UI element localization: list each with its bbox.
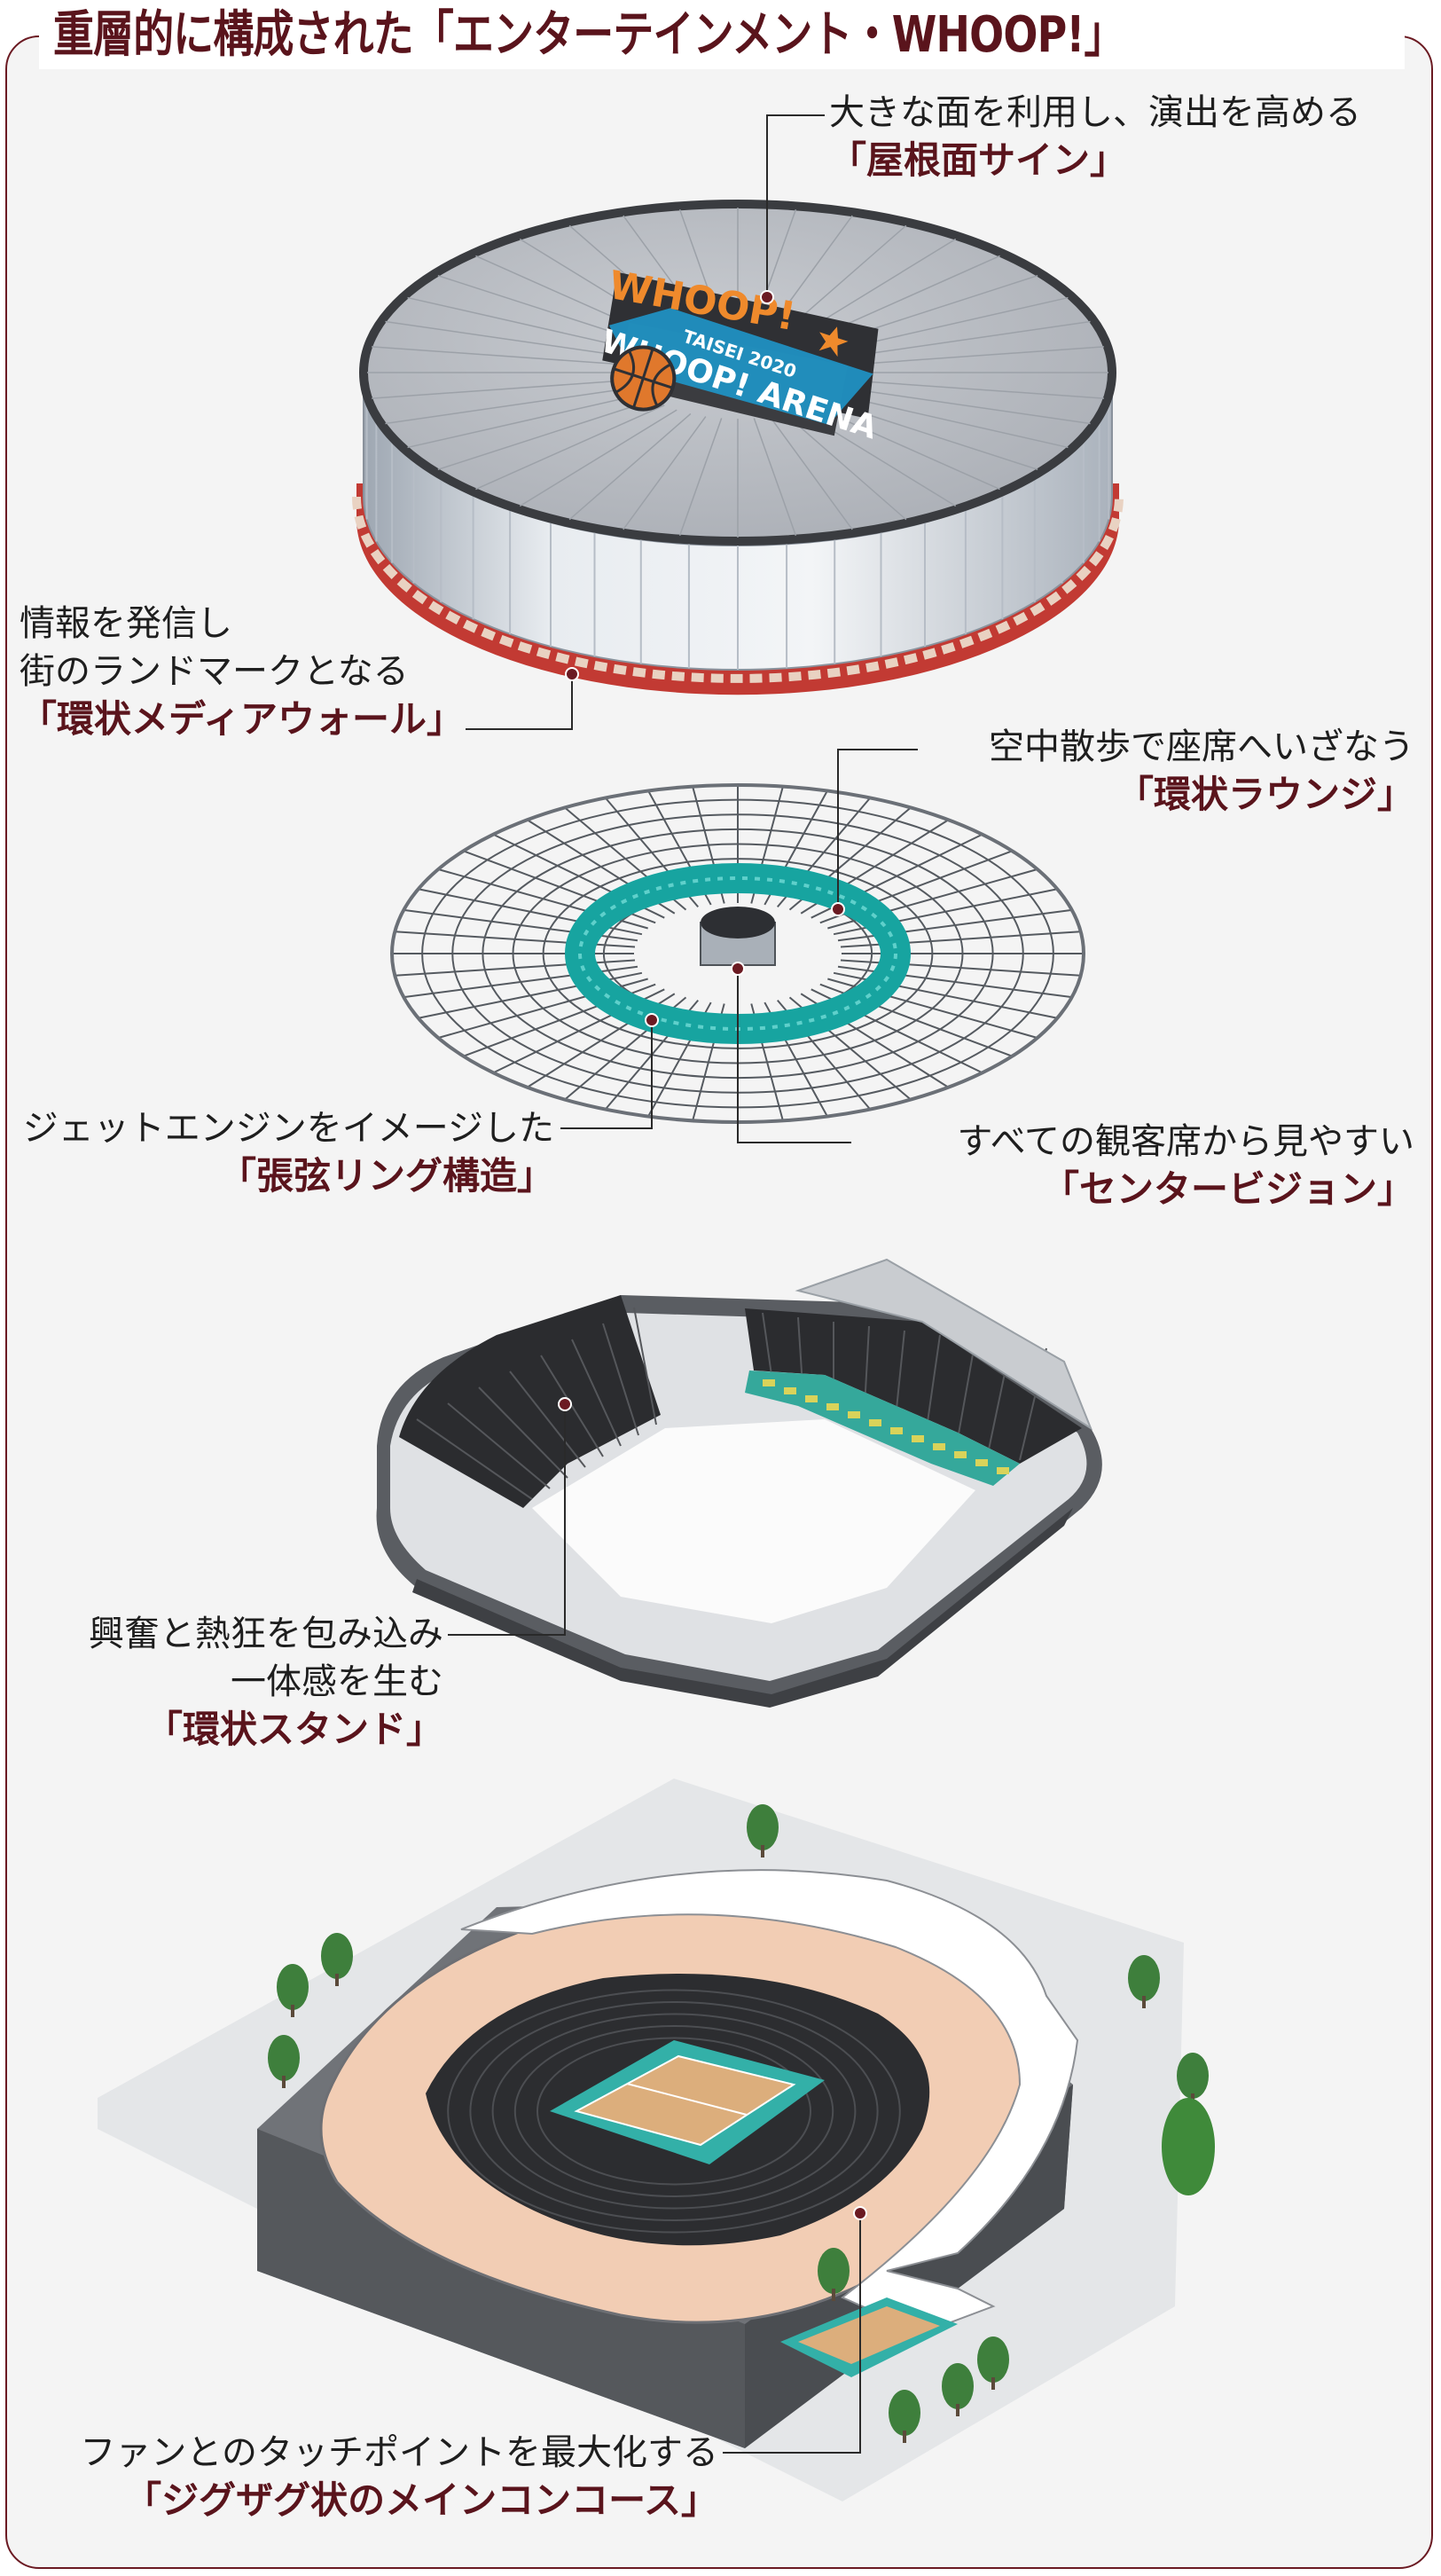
- callout-stand-desc1: 興奮と熱狂を包み込み: [89, 1614, 443, 1654]
- roof-layer: WHOOP! TAISEI 2020 WHOOP! ARENA: [352, 200, 1124, 695]
- callout-roof-name: 「屋根面サイン」: [829, 138, 1128, 182]
- callout-lounge-name: 「環状ラウンジ」: [1116, 773, 1414, 816]
- roof-sign-logo: WHOOP! TAISEI 2020 WHOOP! ARENA: [597, 263, 881, 446]
- callout-stand: 興奮と熱狂を包み込み 一体感を生む 「環状スタンド」: [89, 1610, 443, 1754]
- callout-lounge: 空中散歩で座席へいざなう 「環状ラウンジ」: [989, 723, 1414, 819]
- arena-court: [574, 2054, 796, 2147]
- callout-ring-desc: ジェットエンジンをイメージした: [22, 1108, 554, 1149]
- callout-vision-name: 「センタービジョン」: [1041, 1167, 1414, 1211]
- callout-vision: すべての観客席から見やすい 「センタービジョン」: [957, 1118, 1414, 1213]
- callout-concourse-name: 「ジグザグ状のメインコンコース」: [124, 2478, 718, 2522]
- callout-ring: ジェットエンジンをイメージした 「張弦リング構造」: [23, 1104, 554, 1200]
- callout-media-wall-desc2: 街のランドマークとなる: [20, 651, 409, 692]
- callout-roof: 大きな面を利用し、演出を高める 「屋根面サイン」: [829, 89, 1361, 185]
- callout-ring-name: 「張弦リング構造」: [218, 1154, 554, 1198]
- callout-stand-desc2: 一体感を生む: [231, 1661, 443, 1702]
- callout-vision-desc: すべての観客席から見やすい: [957, 1121, 1414, 1162]
- stand-seats-right: [745, 1308, 1082, 1464]
- outer-walkway: [460, 1869, 1079, 2335]
- callout-concourse: ファンとのタッチポイントを最大化する 「ジグザグ状のメインコンコース」: [80, 2429, 718, 2525]
- page-title: 重層的に構成された「エンターテインメント・WHOOP!」: [53, 6, 1124, 64]
- callout-roof-desc: 大きな面を利用し、演出を高める: [829, 92, 1361, 133]
- center-vision-top: [701, 907, 775, 939]
- title-background: [39, 0, 1405, 69]
- star-icon: [818, 326, 849, 357]
- callout-media-wall: 情報を発信し 街のランドマークとなる 「環状メディアウォール」: [20, 600, 464, 743]
- callout-stand-name: 「環状スタンド」: [145, 1708, 443, 1751]
- stand-arena-floor: [532, 1419, 975, 1623]
- green-area: [1162, 2098, 1215, 2195]
- stand-upper-building: [795, 1258, 1093, 1431]
- callout-lounge-desc: 空中散歩で座席へいざなう: [989, 726, 1414, 767]
- callout-media-wall-name: 「環状メディアウォール」: [20, 697, 465, 741]
- callout-media-wall-desc1: 情報を発信し: [20, 603, 232, 644]
- callout-concourse-desc: ファンとのタッチポイントを最大化する: [80, 2432, 718, 2473]
